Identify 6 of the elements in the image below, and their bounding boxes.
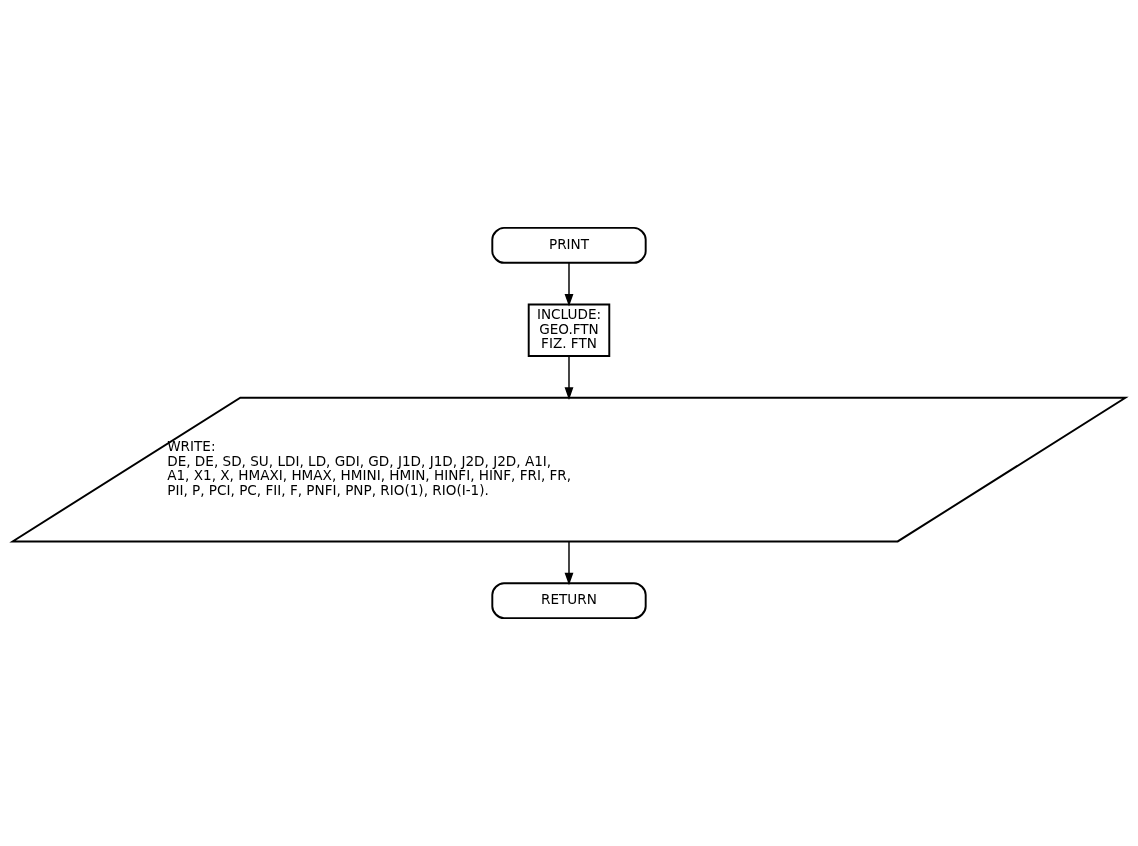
arrow [564, 540, 574, 586]
arrow [564, 355, 574, 400]
arrow [564, 262, 574, 307]
node-box: RETURN [491, 582, 647, 620]
node-box: INCLUDE: GEO.FTN FIZ. FTN [527, 303, 611, 357]
node-box: PRINT [491, 226, 647, 264]
